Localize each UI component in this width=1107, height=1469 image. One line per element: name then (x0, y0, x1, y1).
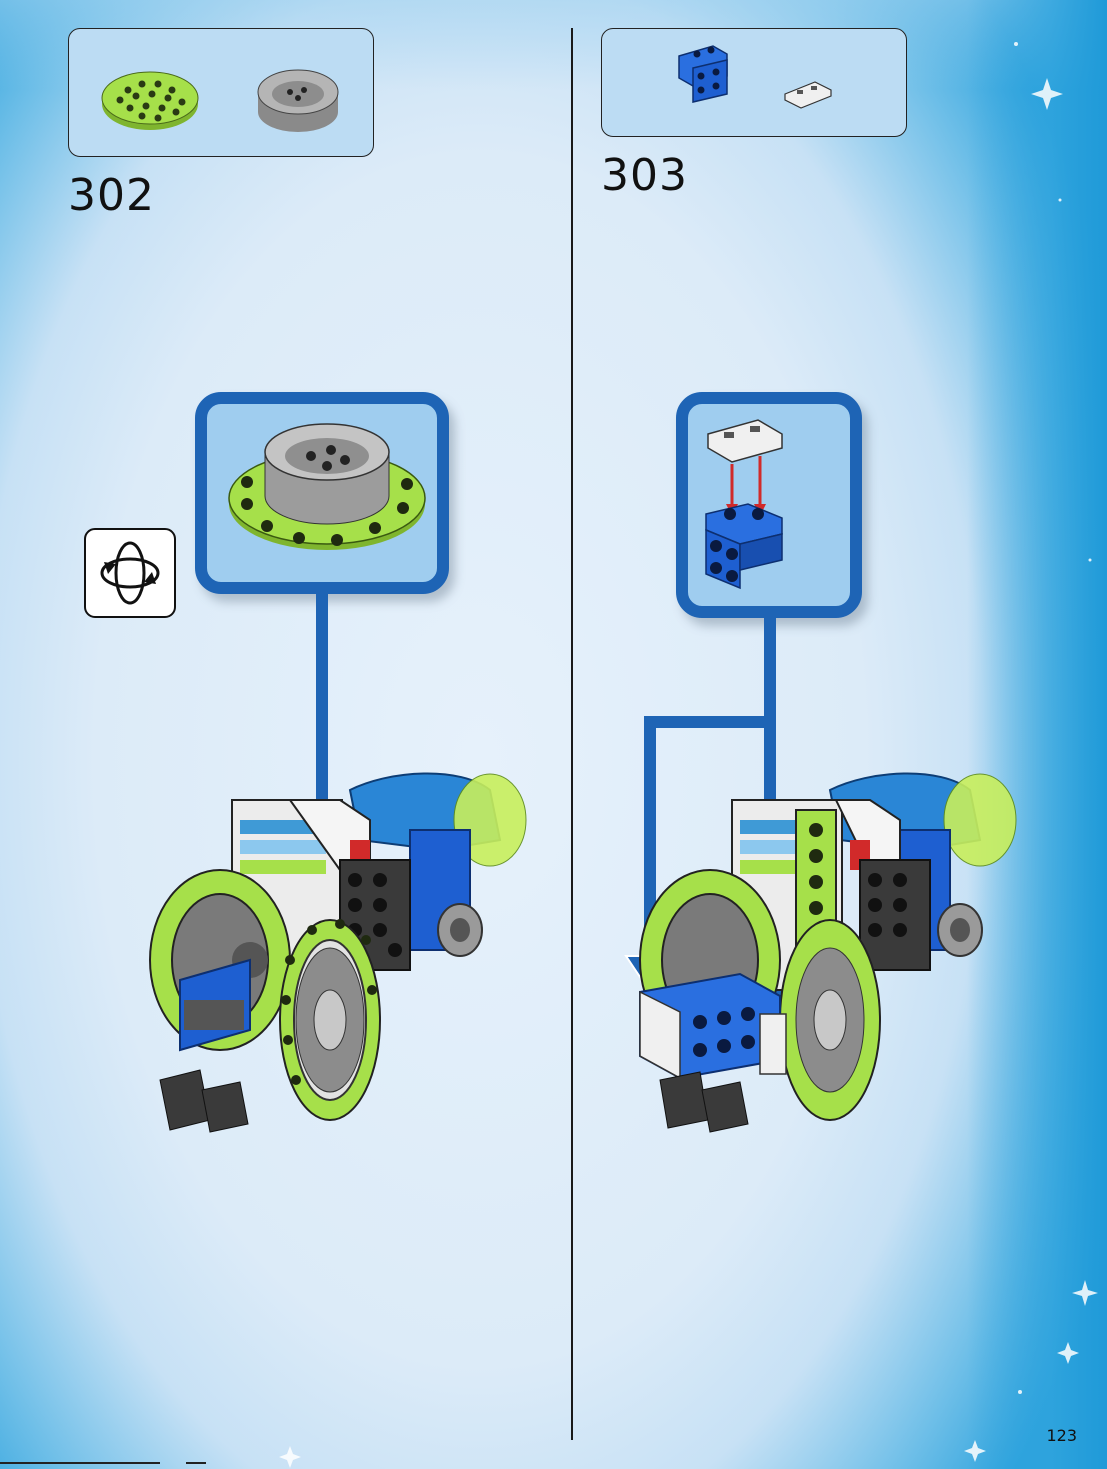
footer-rule (0, 1462, 220, 1466)
page-number: 123 (1046, 1426, 1077, 1445)
model-303 (620, 760, 1040, 1140)
